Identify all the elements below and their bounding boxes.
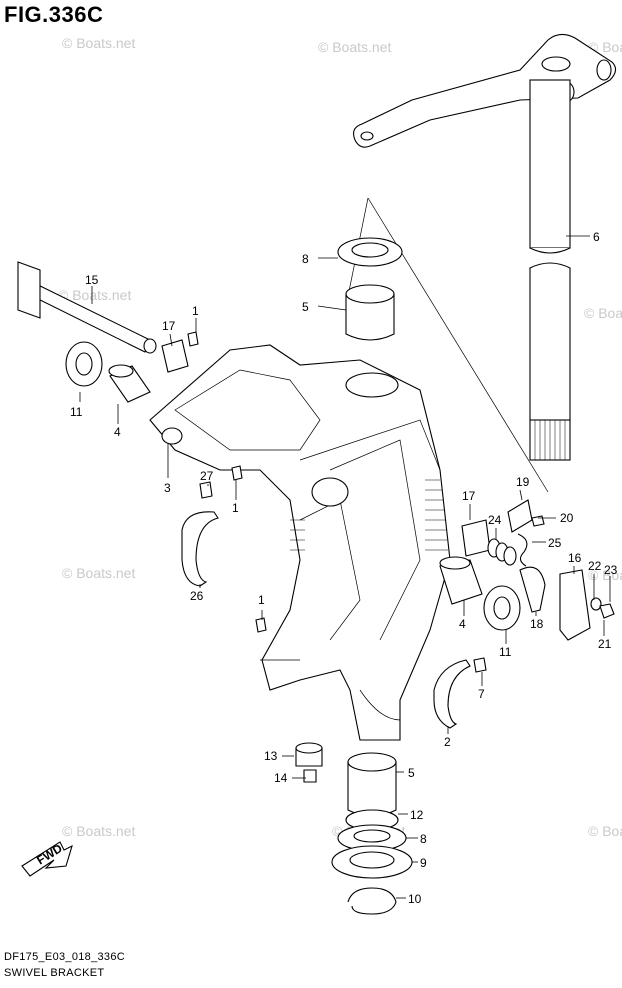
callout-10: 10 [408,892,422,906]
callout-4-right: 4 [459,617,466,631]
circlip [347,887,397,915]
grease-nipple-2 [231,465,243,481]
fwd-arrow: FWD [21,841,73,877]
callout-11-right: 11 [499,645,512,659]
callout-1-top: 1 [192,304,199,318]
callout-26: 26 [190,589,204,603]
callout-8-upper: 8 [302,252,309,266]
right-bolt [461,519,491,557]
upper-washer [337,237,403,267]
callout-7: 7 [478,687,485,701]
screw-14 [303,769,317,783]
watermark: © Boats.net [62,35,135,51]
callout-14: 14 [274,771,288,785]
left-bolt [161,339,189,373]
callout-19: 19 [516,475,530,489]
watermark: © Boats.net [58,287,131,303]
bolt-27 [199,481,213,499]
steering-shaft [529,79,571,461]
callout-9: 9 [420,856,427,870]
callout-24: 24 [488,513,502,527]
grease-nipple [187,331,199,347]
watermark: © Boats.net [584,305,622,321]
callout-5-upper: 5 [302,300,309,314]
figure-title: FIG.336C [4,2,104,27]
watermark: © Boats.net [62,823,135,839]
figure-name: SWIVEL BRACKET [4,967,105,979]
callout-25: 25 [548,536,562,550]
callout-4-left: 4 [114,425,121,439]
washer-small [590,597,602,611]
ground-wire-left [181,511,219,587]
model-code: DF175_E03_018_336C [4,951,125,963]
callout-17-right: 17 [462,489,476,503]
swivel-bracket-body [149,344,451,741]
watermark: © Boats.net [588,567,622,583]
tilt-tube [17,261,157,354]
callout-numbers: 6 8 5 15 1 17 11 4 3 27 1 26 1 17 24 19 … [70,230,618,906]
callout-1-mid: 1 [232,501,239,515]
right-spring [487,538,517,566]
small-bolt [531,515,545,527]
callout-11-left: 11 [70,405,83,419]
return-spring [517,533,528,567]
callout-21: 21 [598,637,612,651]
callout-22: 22 [588,559,602,573]
lock-bracket [559,569,591,641]
steering-arm [353,33,617,148]
callout-5-lower: 5 [408,766,415,780]
nut [599,603,615,619]
callout-12: 12 [410,808,424,822]
lock-lever [519,566,546,613]
callout-16: 16 [568,551,582,565]
grease-nipple-3 [255,617,267,633]
ground-wire-right [433,659,471,729]
callout-27: 27 [200,469,214,483]
right-bushing [439,556,483,605]
bolt-7 [473,657,487,673]
callout-3: 3 [164,481,171,495]
lower-bushing [347,752,397,817]
callout-17-left: 17 [162,319,176,333]
leader-lines [79,235,611,899]
callout-8-lower: 8 [420,832,427,846]
watermark: © Boats.net [318,39,391,55]
upper-bushing [345,284,395,341]
callout-15: 15 [85,273,99,287]
callout-2: 2 [444,735,451,749]
lock-plate [507,499,533,533]
callout-18: 18 [530,617,544,631]
watermark: © Boats.net [588,39,622,55]
watermark: © Boats.net [588,823,622,839]
left-bushing [108,364,151,403]
callout-23: 23 [604,563,618,577]
callout-20: 20 [560,511,574,525]
callout-13: 13 [264,749,278,763]
callout-1-low: 1 [258,593,265,607]
callout-6: 6 [593,230,600,244]
watermark: © Boats.net [62,565,135,581]
